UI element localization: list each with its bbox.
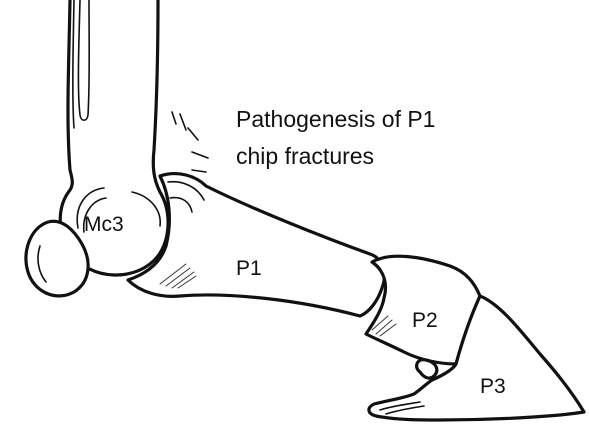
p3-label: P3 (480, 375, 506, 398)
navicular-bone (417, 360, 437, 378)
caption-line-1: Pathogenesis of P1 (236, 106, 435, 132)
p1-bone (128, 174, 384, 316)
p1-label: P1 (236, 257, 262, 280)
p2-label: P2 (412, 309, 438, 332)
caption-line-2: chip fractures (236, 143, 374, 169)
impact-lines (172, 112, 208, 172)
mc3-label: Mc3 (84, 213, 124, 236)
